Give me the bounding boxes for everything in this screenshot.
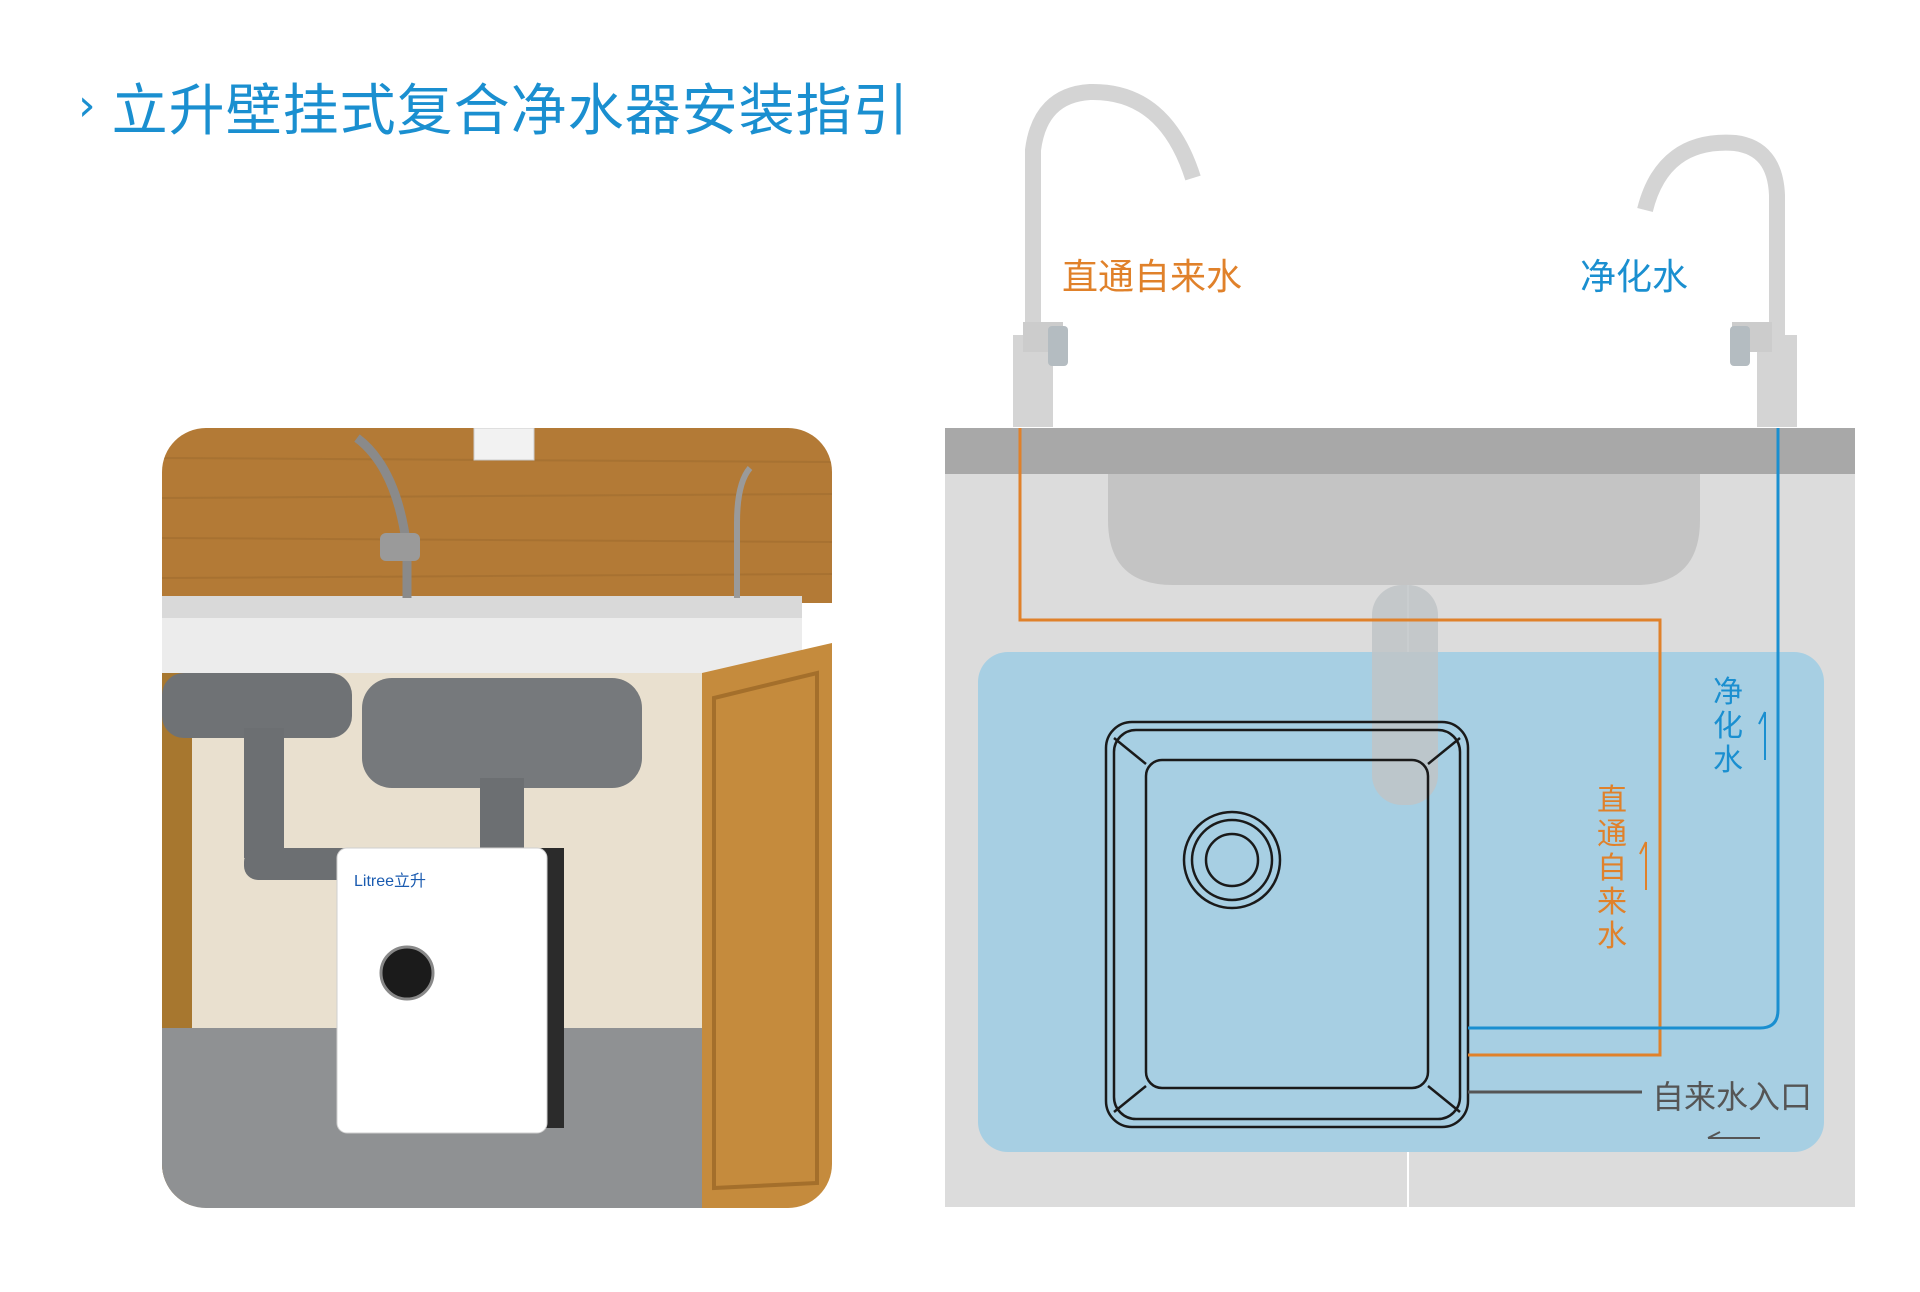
tap-water-faucet — [1013, 83, 1201, 427]
inlet-label: 自来水入口 — [1652, 1078, 1813, 1116]
inlet-left-arrow-icon — [1707, 1131, 1760, 1139]
tap-water-line — [1018, 428, 1662, 1057]
brand-logo: Litree立升 — [354, 872, 426, 890]
purified-water-faucet — [1637, 134, 1797, 427]
purified-water-line — [1468, 428, 1780, 1030]
page-title: › 立升壁挂式复合净水器安装指引 — [78, 66, 910, 146]
filter-unit — [336, 847, 548, 1134]
page-title-text: 立升壁挂式复合净水器安装指引 — [111, 78, 910, 144]
sink-bowl-left — [162, 673, 352, 738]
wall-socket — [473, 428, 535, 461]
tap-water-faucet-label: 直通自来水 — [1062, 257, 1243, 298]
purified-up-arrow-icon — [1758, 711, 1766, 760]
counter-top — [945, 428, 1855, 474]
purified-water-faucet-label: 净化水 — [1580, 257, 1689, 298]
sink-rim — [162, 596, 802, 618]
countertop — [162, 618, 802, 673]
tap-water-line-label: 直通自来水 — [1597, 783, 1627, 954]
installation-photo: Litree立升 — [162, 428, 832, 1208]
tap-up-arrow-icon — [1639, 841, 1647, 890]
sink-bowl-right — [362, 678, 642, 788]
filter-indicator — [379, 945, 435, 1001]
sink-basin — [1108, 474, 1700, 585]
purified-faucet — [734, 466, 753, 598]
purified-water-line-label: 净化水 — [1713, 675, 1743, 778]
filter-unit-outline — [1104, 720, 1470, 1129]
cabinet-door — [702, 643, 832, 1208]
chevron-right-icon: › — [78, 80, 96, 131]
drain-pipe — [1372, 585, 1438, 805]
